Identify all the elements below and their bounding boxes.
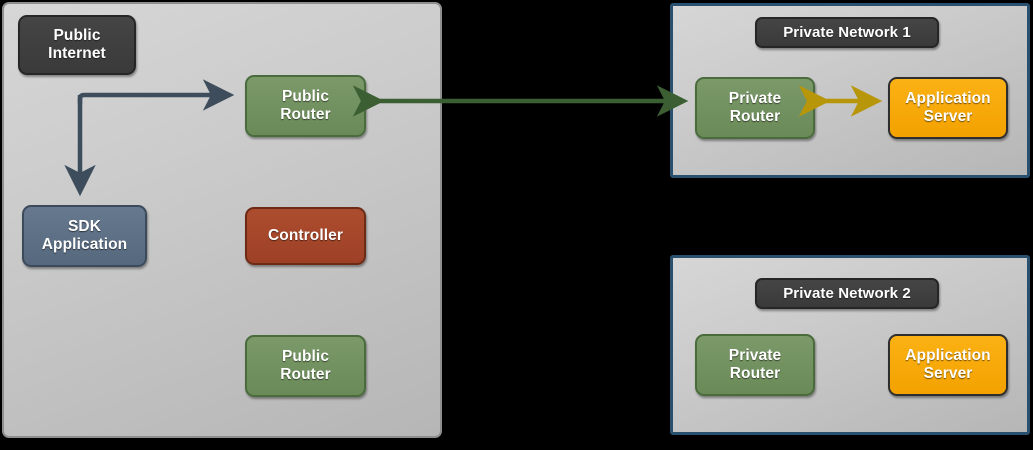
node-public-internet[interactable]: Public Internet [18,15,136,75]
private-network-1-panel: Private Network 1 Private Router Applica… [670,3,1030,178]
node-private-router-1[interactable]: Private Router [695,77,815,139]
private-network-1-title: Private Network 1 [755,17,939,48]
public-internet-line1: Public [53,27,101,45]
public-router-bottom-line1: Public [281,348,330,366]
sdk-application-line1: SDK [67,218,102,236]
public-router-top-line2: Router [280,106,331,123]
private-network-2-title: Private Network 2 [755,278,939,309]
controller-label: Controller [267,227,344,245]
private-router-1-line2: Router [729,108,781,125]
application-server-2-line1: Application [905,347,991,365]
public-router-bottom-line2: Router [280,366,331,383]
private-network-1-title-label: Private Network 1 [783,23,911,41]
application-server-1-line1: Application [905,90,991,108]
sdk-application-line2: Application [41,236,128,253]
private-network-2-title-label: Private Network 2 [783,284,911,302]
private-router-2-line1: Private [728,347,782,365]
node-sdk-application[interactable]: SDK Application [22,205,147,267]
application-server-1-line2: Server [923,108,973,125]
node-public-router-bottom[interactable]: Public Router [245,335,366,397]
public-internet-line2: Internet [48,45,106,62]
node-controller[interactable]: Controller [245,207,366,265]
application-server-2-line2: Server [923,365,973,382]
node-application-server-1[interactable]: Application Server [888,77,1008,139]
private-router-2-line2: Router [729,365,781,382]
public-router-top-line1: Public [281,88,330,106]
node-application-server-2[interactable]: Application Server [888,334,1008,396]
node-private-router-2[interactable]: Private Router [695,334,815,396]
node-public-router-top[interactable]: Public Router [245,75,366,137]
public-zone-panel: Public Internet Public Router SDK Applic… [2,2,442,438]
private-router-1-line1: Private [728,90,782,108]
private-network-2-panel: Private Network 2 Private Router Applica… [670,255,1030,435]
